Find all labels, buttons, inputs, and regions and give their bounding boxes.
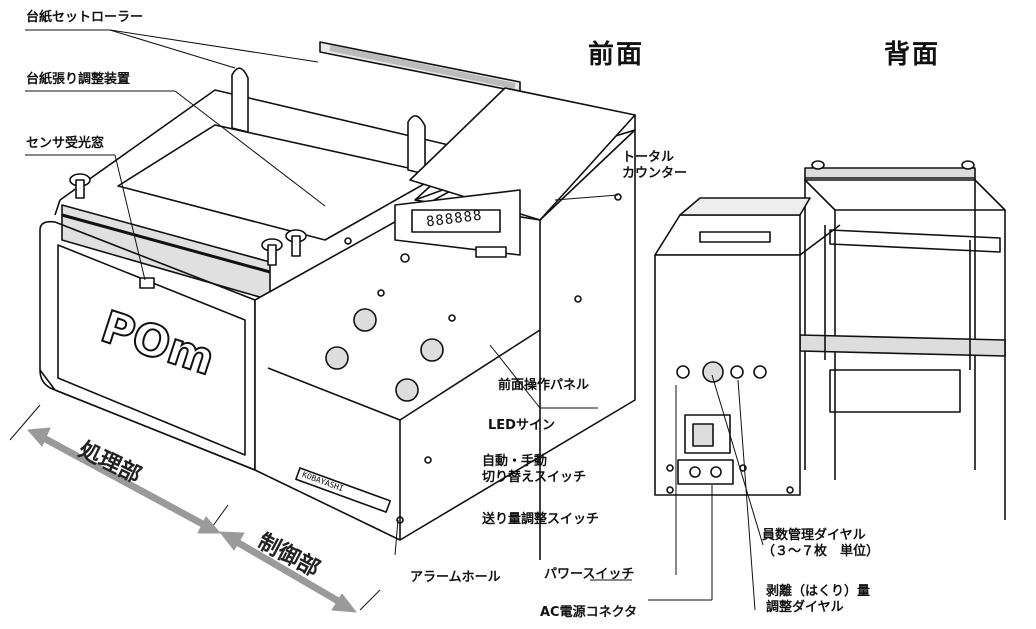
count-dial-line2: （３～７枚 単位）	[762, 544, 880, 560]
auto-manual-line2: 切り替えスイッチ	[482, 470, 587, 486]
power-switch-label: パワースイッチ	[544, 567, 635, 582]
peel-dial-line1: 剥離（はくり）量	[766, 584, 871, 599]
peel-dial-line2: 調整ダイヤル	[766, 600, 844, 616]
total-counter-line2: カウンター	[622, 166, 688, 182]
back-heading: 背面	[884, 40, 941, 70]
liner-set-roller-label: 台紙セットローラー	[26, 10, 144, 25]
auto-manual-line1: 自動・手動	[482, 454, 548, 469]
peel-dial-label: 剥離（はくり）量 調整ダイヤル	[766, 584, 870, 617]
feed-switch-label: 送り量調整スイッチ	[482, 512, 600, 527]
led-sign-label: LEDサイン	[488, 418, 555, 433]
sensor-window-label: センサ受光窓	[26, 136, 105, 151]
total-counter-label: トータル カウンター	[622, 150, 687, 183]
count-dial-line1: 員数管理ダイヤル	[762, 528, 866, 543]
liner-tension-label: 台紙張り調整装置	[26, 72, 131, 87]
total-counter-line1: トータル	[622, 150, 675, 165]
ac-connector-label: AC電源コネクタ	[540, 605, 638, 620]
alarm-hole-label: アラームホール	[410, 570, 501, 585]
leader-lines	[9, 29, 764, 611]
section-arrows	[27, 427, 357, 613]
front-machine	[39, 41, 636, 560]
front-heading: 前面	[588, 40, 645, 70]
count-dial-label: 員数管理ダイヤル （３～７枚 単位）	[762, 528, 879, 561]
back-machine	[654, 160, 1006, 520]
auto-manual-label: 自動・手動 切り替えスイッチ	[482, 454, 586, 487]
front-panel-label: 前面操作パネル	[498, 378, 590, 393]
